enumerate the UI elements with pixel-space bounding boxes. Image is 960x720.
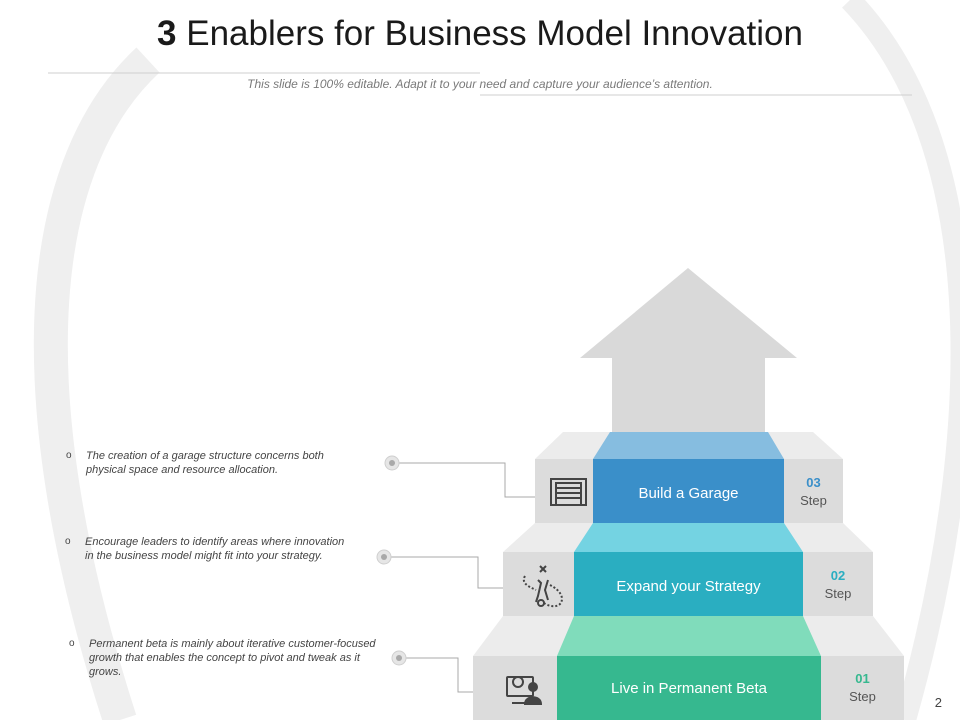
step-3-center-top <box>593 432 784 459</box>
step-2-number: 02 Step <box>803 567 873 603</box>
step-3-left-block <box>535 459 593 523</box>
bullet-icon: o <box>65 536 71 547</box>
slide-subtitle: This slide is 100% editable. Adapt it to… <box>247 77 713 91</box>
step-1-left-block <box>473 656 557 720</box>
step-2-center-top <box>574 523 803 552</box>
step-1-num-value: 01 <box>855 671 870 686</box>
step-3-step-word: Step <box>800 493 827 508</box>
title-text: Enablers for Business Model Innovation <box>176 14 803 53</box>
user-settings-icon <box>506 676 543 705</box>
step-2-num-value: 02 <box>830 568 846 583</box>
up-arrow <box>580 268 797 432</box>
step-1-center-top <box>557 616 821 656</box>
step-1-description: o Permanent beta is mainly about iterati… <box>69 637 379 679</box>
step-1-description-text: Permanent beta is mainly about iterative… <box>89 638 376 678</box>
step-1-center-block <box>557 656 821 720</box>
step-1-label: Live in Permanent Beta <box>611 680 767 697</box>
garage-icon <box>550 478 587 506</box>
step-3-description-text: The creation of a garage structure conce… <box>86 450 324 476</box>
step-3-center-block <box>593 459 784 523</box>
step-2-description: o Encourage leaders to identify areas wh… <box>65 535 347 563</box>
step-2-left-block <box>503 552 574 616</box>
step-2-right-block <box>803 552 873 616</box>
step-3-number: 03 Step <box>784 474 843 510</box>
step-2-description-text: Encourage leaders to identify areas wher… <box>85 536 345 562</box>
title-number: 3 <box>157 14 177 53</box>
step-2-center-block <box>574 552 803 616</box>
connector-3 <box>392 462 535 498</box>
step-2-label: Expand your Strategy <box>616 578 761 595</box>
step-3-right-block <box>784 459 843 523</box>
slide-title: 3 Enablers for Business Model Innovation <box>0 14 960 54</box>
connector-2 <box>384 556 503 589</box>
step-3-description: o The creation of a garage structure con… <box>66 449 358 477</box>
step-1-step-word: Step <box>849 689 876 704</box>
step-2-step-word: Step <box>824 586 852 601</box>
step-3-num-value: 03 <box>806 475 821 490</box>
bullet-icon: o <box>69 638 75 649</box>
strategy-path-icon <box>522 565 563 608</box>
step-3-label: Build a Garage <box>638 485 739 502</box>
step-1-right-block <box>821 656 904 720</box>
connector-1 <box>399 657 473 693</box>
step-1-number: 01 Step <box>821 670 904 706</box>
bullet-icon: o <box>66 450 72 461</box>
page-number: 2 <box>934 695 942 710</box>
